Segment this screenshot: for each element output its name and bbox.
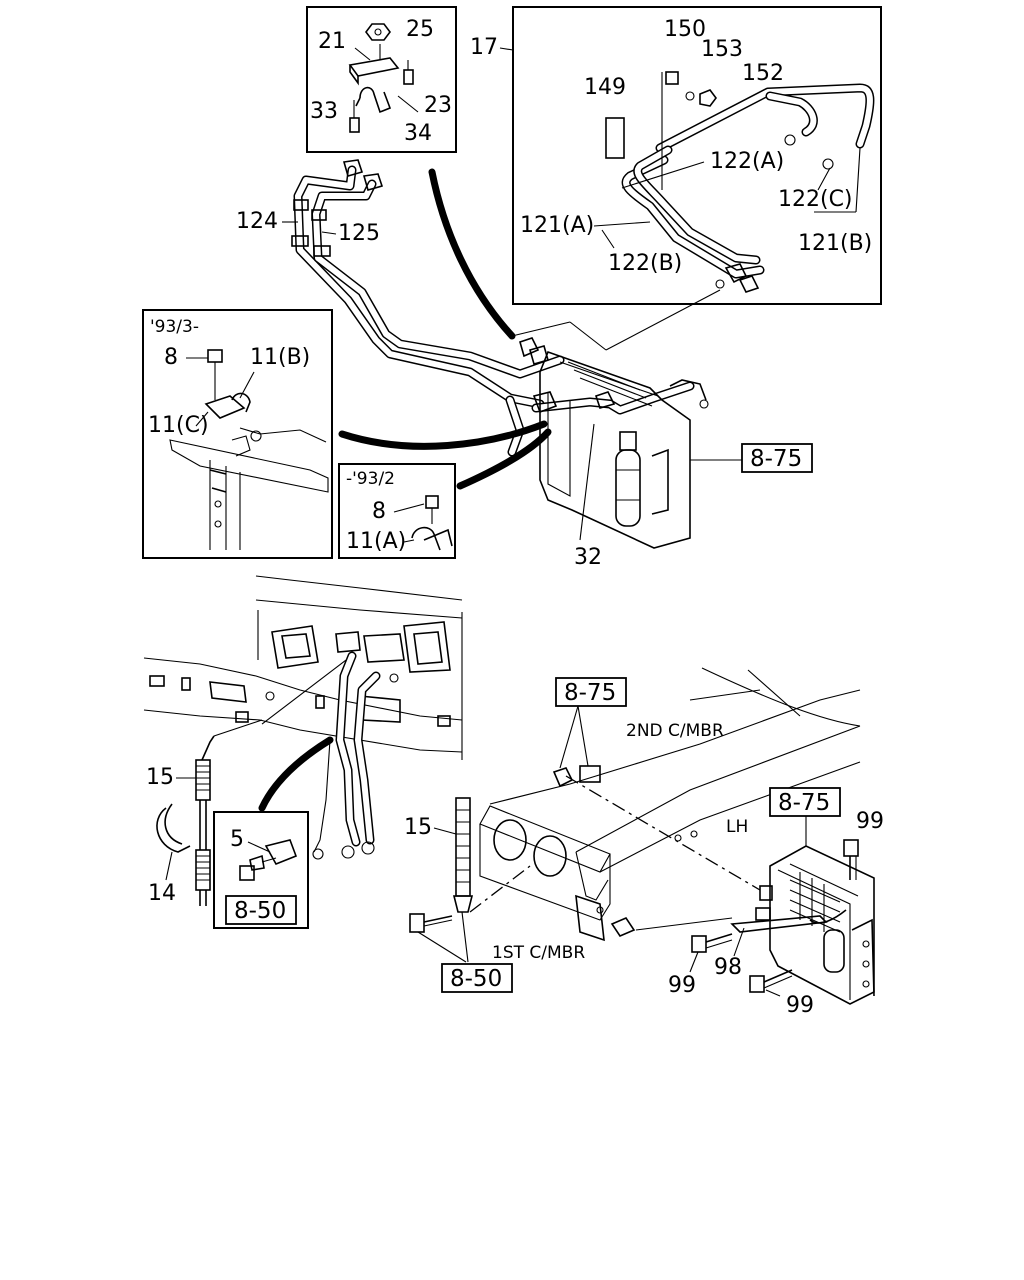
ref-8-75-mid: 8-75: [564, 680, 616, 706]
label-14: 14: [148, 881, 176, 906]
label-23: 23: [424, 93, 452, 118]
ref-8-50-left: 8-50: [234, 898, 286, 924]
label-152: 152: [742, 61, 784, 86]
label-122a: 122(A): [710, 149, 784, 174]
frame-cross-member: 15 8-50 2ND C/MBR LH 1ST C/MBR 8-75: [404, 667, 861, 993]
ref-8-50-bottom: 8-50: [450, 966, 502, 992]
condenser-unit-upper: 32 8-75: [539, 350, 813, 570]
inset-bolt-5: 5 8-50: [213, 811, 309, 929]
label-150: 150: [664, 17, 706, 42]
ref-box-8-75-top: [741, 443, 813, 473]
leader-small-inset: [456, 428, 552, 490]
label-5: 5: [230, 827, 244, 852]
leader-left-inset: [338, 420, 548, 450]
inset-bracket-top: 21 25 23 33 34: [306, 6, 457, 153]
label-124: 124: [236, 209, 278, 234]
label-122c: 122(C): [778, 187, 853, 212]
label-8-left: 8: [164, 345, 178, 370]
label-11a: 11(A): [346, 529, 406, 554]
inset-pipe-right: 17 150 153 152 149 122(A) 121(A) 122(B) …: [470, 6, 882, 305]
label-25: 25: [406, 17, 434, 42]
ref-8-75-top: 8-75: [750, 446, 802, 472]
condenser-unit-lower: 99 99 99 98 8-75: [610, 787, 884, 1018]
label-99-left: 99: [668, 973, 696, 998]
label-121a: 121(A): [520, 213, 594, 238]
label-32: 32: [574, 545, 602, 570]
label-99-top: 99: [856, 809, 884, 834]
label-11b: 11(B): [250, 345, 310, 370]
leader-inset-5: [258, 736, 334, 812]
main-pipe-assembly: 124 125: [236, 159, 721, 457]
ref-box-8-75-lower: [769, 787, 841, 817]
label-149: 149: [584, 75, 626, 100]
inset-small-date: -'93/2: [346, 469, 395, 489]
cab-frame-lower-left: 15 14: [143, 575, 463, 906]
inset-clamp-small: -'93/2 8 11(A): [338, 463, 456, 559]
label-17: 17: [470, 35, 498, 60]
label-2nd-cmbr: 2ND C/MBR: [626, 721, 724, 741]
ref-8-75-lower: 8-75: [778, 790, 830, 816]
label-1st-cmbr: 1ST C/MBR: [492, 943, 585, 963]
inset-left-date: '93/3-: [150, 317, 199, 337]
label-33: 33: [310, 99, 338, 124]
label-8-small: 8: [372, 499, 386, 524]
inset-clamp-left: '93/3- 8 11(B) 11(C): [142, 309, 333, 559]
label-121b: 121(B): [798, 231, 872, 256]
label-122b: 122(B): [608, 251, 682, 276]
label-21: 21: [318, 29, 346, 54]
leader-top-inset: [428, 168, 516, 340]
ref-box-8-50-left: [225, 895, 297, 925]
ref-box-8-75-mid: [555, 677, 627, 707]
label-99-bottom: 99: [786, 993, 814, 1018]
label-11c: 11(C): [148, 413, 209, 438]
label-34: 34: [404, 121, 432, 146]
label-153: 153: [701, 37, 743, 62]
ref-box-8-50-bottom: [441, 963, 513, 993]
label-15-right: 15: [404, 815, 432, 840]
label-lh: LH: [726, 817, 748, 837]
label-15-left: 15: [146, 765, 174, 790]
label-125: 125: [338, 221, 380, 246]
label-98: 98: [714, 955, 742, 980]
